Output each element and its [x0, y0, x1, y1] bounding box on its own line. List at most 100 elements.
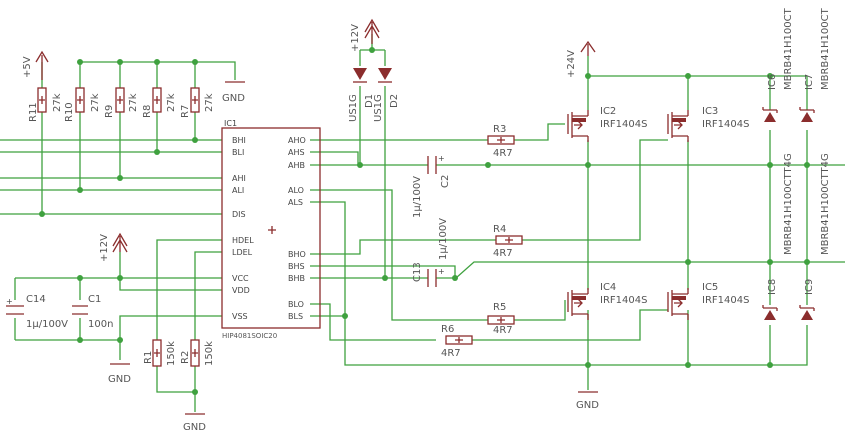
- r3-name: R3: [493, 124, 506, 135]
- power-12v-mid-symbol: +12V: [99, 232, 128, 262]
- gnd-label-bridge: GND: [576, 400, 599, 411]
- r1-value: 150k: [166, 341, 177, 366]
- power-12v-mid-label: +12V: [99, 234, 110, 262]
- power-12v-top-symbol: +12V: [350, 18, 380, 52]
- resistor-r8[interactable]: R8 27k: [142, 87, 177, 118]
- ic7-value: MBRB41H100CT: [820, 7, 831, 90]
- capacitor-c14[interactable]: + C14 1µ/100V: [6, 294, 68, 330]
- mosfet-ic4[interactable]: IC4 IRF1404S: [567, 282, 647, 320]
- diode-d1[interactable]: US1G D1: [348, 68, 375, 122]
- ic1-pin-ahb: AHB: [288, 161, 305, 170]
- ic4-name: IC4: [600, 282, 616, 293]
- c13-plus: +: [438, 267, 445, 276]
- diode-ic8[interactable]: IC8 MBRB41H100CTT4G: [762, 153, 794, 320]
- capacitor-c13[interactable]: + C13 1µ/100V: [412, 218, 449, 287]
- ic5-value: IRF1404S: [702, 295, 749, 306]
- r7-name: R7: [180, 105, 191, 118]
- ic1-name: IC1: [224, 119, 237, 128]
- power-5v-symbol: +5V: [22, 50, 49, 80]
- ic1-hip4081[interactable]: IC1 HIP4081SOIC20 BHI BLI AHI ALI DIS HD…: [221, 119, 321, 340]
- ground-symbol-left: GND: [108, 363, 131, 385]
- ic2-name: IC2: [600, 106, 616, 117]
- c2-plus: +: [438, 154, 445, 163]
- r2-name: R2: [180, 351, 191, 364]
- ic8-value: MBRB41H100CTT4G: [783, 153, 794, 255]
- d1-value: US1G: [348, 94, 359, 122]
- c14-plus: +: [6, 297, 13, 306]
- capacitor-c2[interactable]: + 1µ/100V C2: [412, 154, 451, 218]
- power-12v-top-label: +12V: [350, 24, 361, 52]
- ic7-name: IC7: [804, 74, 815, 90]
- r9-name: R9: [104, 105, 115, 118]
- resistor-r7[interactable]: R7 27k: [180, 87, 215, 118]
- ic1-pin-alo: ALO: [288, 186, 304, 195]
- ic3-name: IC3: [702, 106, 718, 117]
- ic5-name: IC5: [702, 282, 718, 293]
- resistor-r3[interactable]: R3 4R7: [487, 124, 515, 159]
- r11-value: 27k: [52, 93, 63, 112]
- resistor-r10[interactable]: R10 27k: [64, 87, 101, 122]
- power-24v-label: +24V: [566, 50, 577, 78]
- resistor-r5[interactable]: R5 4R7: [487, 302, 515, 336]
- r8-name: R8: [142, 105, 153, 118]
- r4-value: 4R7: [493, 248, 513, 259]
- ic1-pin-bhi: BHI: [232, 136, 246, 145]
- ic1-pin-hdel: HDEL: [232, 236, 254, 245]
- ic1-pin-vcc: VCC: [232, 274, 249, 283]
- ground-symbol-top: GND: [222, 81, 245, 104]
- r2-value: 150k: [204, 341, 215, 366]
- capacitor-c1[interactable]: C1 100n: [72, 294, 113, 330]
- ic1-pin-vss: VSS: [232, 312, 248, 321]
- d2-value: US1G: [373, 94, 384, 122]
- diode-ic9[interactable]: IC9 MBRB41H100CTT4G: [799, 153, 831, 320]
- power-24v-symbol: +24V: [566, 40, 596, 78]
- ic1-pin-bls: BLS: [288, 312, 303, 321]
- ground-symbol-bridge: GND: [576, 391, 599, 411]
- r3-value: 4R7: [493, 148, 513, 159]
- ic6-value: MBRB41H100CT: [783, 7, 794, 90]
- r6-value: 4R7: [441, 348, 461, 359]
- ic1-pin-dis: DIS: [232, 210, 246, 219]
- r10-value: 27k: [90, 93, 101, 112]
- r5-value: 4R7: [493, 325, 513, 336]
- mosfet-ic5[interactable]: IC5 IRF1404S: [667, 282, 749, 320]
- resistor-r1[interactable]: R1 150k: [143, 339, 177, 367]
- ic1-pin-ahi: AHI: [232, 174, 246, 183]
- ic1-pin-bho: BHO: [288, 250, 306, 259]
- mosfet-ic3[interactable]: IC3 IRF1404S: [667, 106, 749, 142]
- c13-name: C13: [412, 262, 423, 282]
- ic9-value: MBRB41H100CTT4G: [820, 153, 831, 255]
- resistor-r4[interactable]: R4 4R7: [493, 224, 523, 259]
- d2-name: D2: [389, 94, 400, 108]
- ic1-part: HIP4081SOIC20: [222, 332, 277, 340]
- c1-name: C1: [88, 294, 101, 305]
- resistor-r6[interactable]: R6 4R7: [441, 324, 473, 359]
- ic1-pin-als: ALS: [288, 198, 303, 207]
- ic9-name: IC9: [804, 279, 815, 295]
- mosfet-ic2[interactable]: IC2 IRF1404S: [567, 106, 647, 142]
- wires: [0, 34, 845, 412]
- ic1-pin-blo: BLO: [288, 300, 304, 309]
- r8-value: 27k: [166, 93, 177, 112]
- resistor-r2[interactable]: R2 150k: [180, 339, 215, 367]
- r6-name: R6: [441, 324, 454, 335]
- ic4-value: IRF1404S: [600, 295, 647, 306]
- c2-name: C2: [440, 175, 451, 188]
- r1-name: R1: [143, 351, 154, 364]
- resistor-r11[interactable]: R11 27k: [28, 87, 63, 122]
- resistor-r9[interactable]: R9 27k: [104, 87, 139, 118]
- diode-ic7[interactable]: IC7 MBRB41H100CT: [799, 7, 831, 122]
- junctions: [39, 47, 810, 395]
- diode-ic6[interactable]: IC6 MBRB41H100CT: [762, 7, 794, 122]
- ic1-left-pins: BHI BLI AHI ALI DIS HDEL LDEL VCC VDD VS…: [232, 136, 254, 321]
- ic6-name: IC6: [767, 74, 778, 90]
- ic3-value: IRF1404S: [702, 119, 749, 130]
- ic1-pin-bhs: BHS: [288, 262, 305, 271]
- gnd-label-bottom: GND: [183, 422, 206, 433]
- diode-d2[interactable]: US1G D2: [373, 68, 400, 122]
- r9-value: 27k: [128, 93, 139, 112]
- r4-name: R4: [493, 224, 506, 235]
- ic8-name: IC8: [767, 279, 778, 295]
- gnd-label-left: GND: [108, 374, 131, 385]
